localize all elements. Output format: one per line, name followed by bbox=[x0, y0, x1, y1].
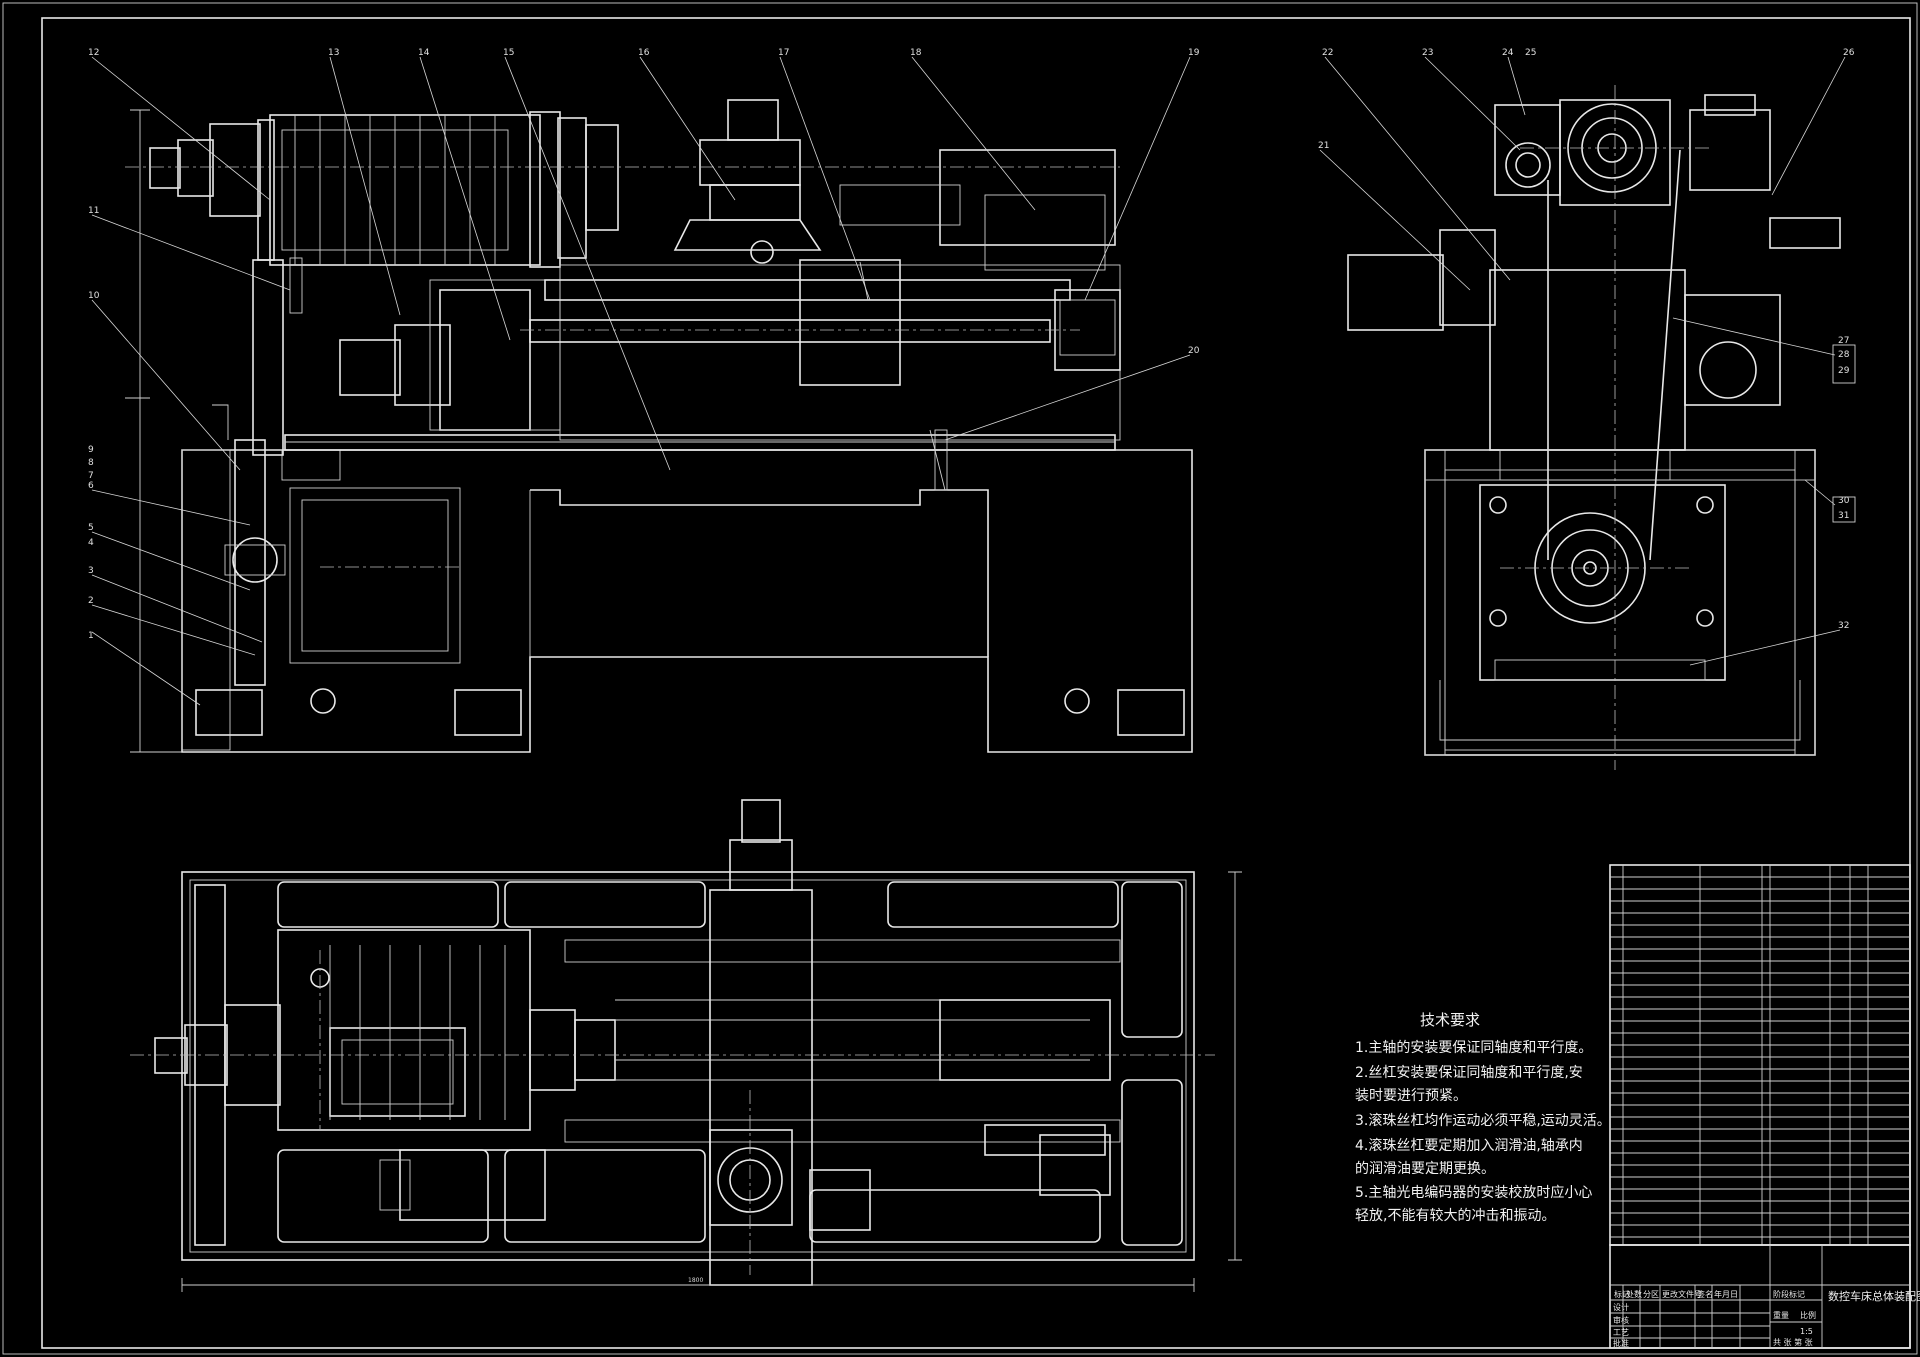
front-view-part-number-2: 2 bbox=[88, 596, 94, 606]
top-view: 1800 bbox=[130, 799, 1242, 1292]
requirement-line-2: 2.丝杠安装要保证同轴度和平行度,安 bbox=[1355, 1065, 1583, 1081]
title-block: 数控车床总体装配图 标记 处数 分区 更改文件号 签名 年月日 设计 审核 工艺… bbox=[1609, 1244, 1920, 1349]
side-view-part-number-23: 23 bbox=[1422, 48, 1433, 58]
front-view-part-number-10: 10 bbox=[88, 291, 100, 301]
technical-requirements-title: 技术要求 bbox=[1420, 1011, 1480, 1029]
front-view-part-number-5: 5 bbox=[88, 523, 94, 533]
front-view-leaders: 12 13 14 15 16 17 18 19 11 10 20 9 8 76 5 4 3 2 1 bbox=[88, 48, 1200, 706]
front-view-part-number-19: 19 bbox=[1188, 48, 1200, 58]
requirement-line-4: 3.滚珠丝杠均作运动必须平稳,运动灵活。 bbox=[1355, 1112, 1611, 1129]
side-view-part-number-32: 32 bbox=[1838, 621, 1849, 631]
front-view-part-number-7: 7 bbox=[88, 471, 94, 481]
requirement-line-7: 5.主轴光电编码器的安装校放时应小心 bbox=[1355, 1184, 1592, 1201]
side-view bbox=[1347, 85, 1841, 770]
row-label-review: 审核 bbox=[1613, 1315, 1629, 1325]
front-view-part-number-14: 14 bbox=[418, 48, 430, 58]
side-view-part-number-24: 24 bbox=[1502, 48, 1514, 58]
technical-requirements: 技术要求 1.主轴的安装要保证同轴度和平行度。 2.丝杠安装要保证同轴度和平行度… bbox=[1355, 1011, 1611, 1224]
front-view-part-number-15: 15 bbox=[503, 48, 514, 58]
header-label-count: 处数 bbox=[1626, 1289, 1642, 1299]
field-scale-label: 比例 bbox=[1800, 1310, 1816, 1320]
side-view-part-number-28: 28 bbox=[1838, 350, 1850, 360]
front-view-part-number-8: 8 bbox=[88, 458, 94, 468]
field-scale-value: 1:5 bbox=[1800, 1327, 1813, 1336]
header-label-change-doc: 更改文件号 bbox=[1662, 1289, 1702, 1299]
header-label-signature: 签名 bbox=[1697, 1289, 1713, 1299]
requirement-line-5: 4.滚珠丝杠要定期加入润滑油,轴承内 bbox=[1355, 1137, 1583, 1154]
front-view-part-number-9: 9 bbox=[88, 445, 94, 455]
side-view-part-number-26: 26 bbox=[1843, 48, 1855, 58]
front-view-part-number-1: 1 bbox=[88, 631, 94, 641]
sheet-info: 共 张 第 张 bbox=[1773, 1337, 1813, 1347]
side-view-part-number-30: 30 bbox=[1838, 496, 1850, 506]
front-view-part-number-11: 11 bbox=[88, 206, 99, 216]
front-view-part-number-13: 13 bbox=[328, 48, 339, 58]
front-view-part-number-4: 4 bbox=[88, 538, 94, 548]
drawing-title: 数控车床总体装配图 bbox=[1828, 1289, 1920, 1303]
row-label-approve: 批准 bbox=[1613, 1338, 1629, 1348]
side-view-part-number-31: 31 bbox=[1838, 511, 1849, 521]
front-view-part-number-18: 18 bbox=[910, 48, 922, 58]
requirement-line-3: 装时要进行预紧。 bbox=[1355, 1088, 1467, 1104]
side-view-part-number-21: 21 bbox=[1318, 141, 1329, 151]
front-view-part-number-6: 6 bbox=[88, 481, 94, 491]
requirement-line-8: 轻放,不能有较大的冲击和振动。 bbox=[1355, 1208, 1555, 1224]
side-view-leaders: 22 23 24 25 26 21 27 28 29 30 31 32 bbox=[1318, 48, 1856, 666]
front-view bbox=[125, 99, 1193, 753]
header-label-date: 年月日 bbox=[1714, 1289, 1738, 1299]
front-view-part-number-16: 16 bbox=[638, 48, 650, 58]
front-view-part-number-20: 20 bbox=[1188, 346, 1200, 356]
field-weight: 重量 bbox=[1773, 1310, 1789, 1320]
parts-list bbox=[1609, 864, 1911, 1246]
side-view-part-number-29: 29 bbox=[1838, 366, 1850, 376]
requirement-line-1: 1.主轴的安装要保证同轴度和平行度。 bbox=[1355, 1040, 1592, 1056]
header-label-mark: 标记 bbox=[1614, 1289, 1630, 1299]
requirement-line-6: 的润滑油要定期更换。 bbox=[1355, 1160, 1495, 1177]
side-view-part-number-25: 25 bbox=[1525, 48, 1536, 58]
front-view-part-number-17: 17 bbox=[778, 48, 789, 58]
front-view-part-numbers: 12 13 14 15 16 17 18 19 11 10 20 9 8 76 5 4 3 2 1 bbox=[88, 48, 1200, 641]
side-view-part-number-27: 27 bbox=[1838, 336, 1849, 346]
row-label-process: 工艺 bbox=[1613, 1328, 1629, 1337]
side-view-part-numbers: 22 23 24 25 26 21 27 28 29 30 31 32 bbox=[1318, 48, 1855, 631]
front-view-part-number-3: 3 bbox=[88, 566, 94, 576]
field-stage-mark: 阶段标记 bbox=[1773, 1289, 1805, 1299]
header-label-zone: 分区 bbox=[1643, 1290, 1659, 1299]
row-label-design: 设计 bbox=[1613, 1302, 1629, 1312]
front-view-part-number-12: 12 bbox=[88, 48, 99, 58]
bottom-dimension: 1800 bbox=[688, 1277, 703, 1284]
side-view-part-number-22: 22 bbox=[1322, 48, 1333, 58]
